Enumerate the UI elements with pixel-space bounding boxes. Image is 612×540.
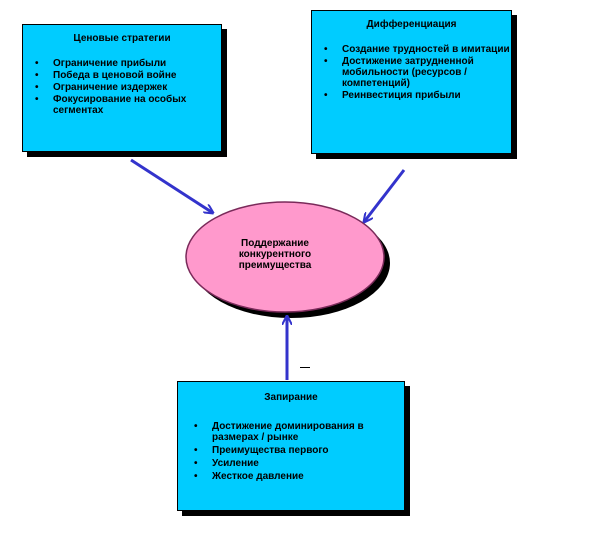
list-item: Достижение затрудненной мобильности (рес… <box>324 56 511 89</box>
list-item: Победа в ценовой войне <box>35 70 221 81</box>
differentiation-title: Дифференциация <box>366 19 457 30</box>
list-item: Реинвестиция прибыли <box>324 90 511 101</box>
price-strategies-box: Ценовые стратегии Ограничение прибыли По… <box>22 24 222 152</box>
arrow-diff-to-center <box>364 169 406 222</box>
list-item: Ограничение издержек <box>35 82 221 93</box>
list-item: Усиление <box>194 458 404 469</box>
price-strategies-title: Ценовые стратегии <box>73 33 171 44</box>
arrow-price-to-center <box>130 158 213 213</box>
differentiation-box: Дифференциация Создание трудностей в ими… <box>311 10 512 154</box>
price-strategies-list: Ограничение прибыли Победа в ценовой вой… <box>23 58 221 116</box>
dash-mark: — <box>300 362 310 373</box>
list-item: Преимущества первого <box>194 445 404 456</box>
list-item: Жесткое давление <box>194 471 404 482</box>
list-item: Фокусирование на особых сегментах <box>35 94 221 116</box>
list-item: Ограничение прибыли <box>35 58 221 69</box>
lock-in-box: Запирание Достижение доминирования в раз… <box>177 381 405 511</box>
center-label: Поддержание конкурентного преимущества <box>238 238 312 271</box>
differentiation-list: Создание трудностей в имитации Достижени… <box>312 44 511 101</box>
lock-in-title: Запирание <box>264 392 318 403</box>
lock-in-list: Достижение доминирования в размерах / ры… <box>178 421 404 482</box>
list-item: Достижение доминирования в размерах / ры… <box>194 421 404 443</box>
center-ellipse <box>185 201 385 313</box>
list-item: Создание трудностей в имитации <box>324 44 511 55</box>
